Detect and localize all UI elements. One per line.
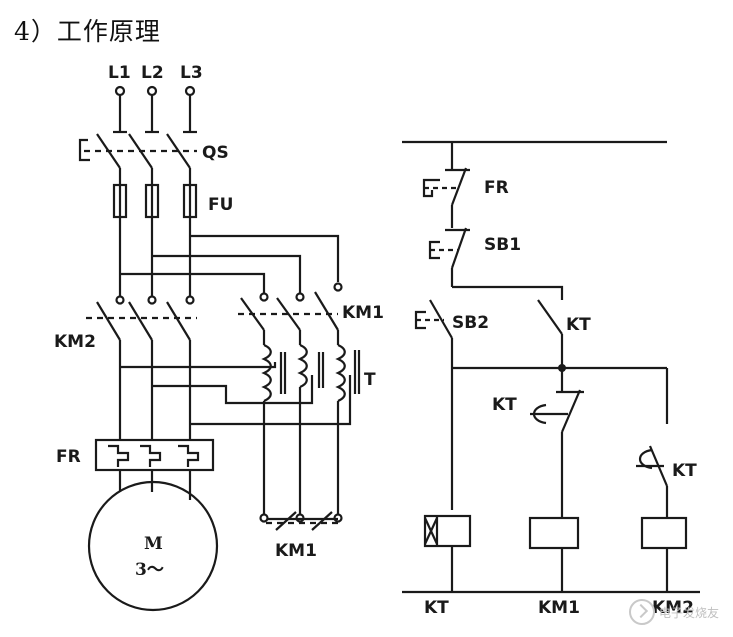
- label-coil-km1: KM1: [538, 598, 580, 618]
- label-km1-main: KM1: [342, 303, 384, 323]
- main-circuit: L1 L2 L3 QS FU: [54, 63, 384, 612]
- watermark: 电子发烧友: [628, 599, 719, 625]
- label-fr-ctrl: FR: [484, 178, 509, 198]
- sb2-start-button: SB2: [414, 299, 489, 339]
- label-kt-delay-no: KT: [672, 461, 697, 481]
- km1-main-contacts: KM1: [238, 291, 384, 331]
- kt-delay-no-contact: KT: [636, 445, 697, 487]
- label-sb1: SB1: [484, 235, 521, 255]
- sb1-stop-button: SB1: [428, 227, 521, 269]
- km1-star-contacts: KM1: [259, 511, 343, 561]
- fr-thermal-relay: FR: [56, 438, 215, 472]
- watermark-logo-icon: [628, 599, 655, 625]
- label-km2-main: KM2: [54, 332, 96, 352]
- fr-nc-contact: FR: [422, 167, 509, 206]
- coil-km2: KM2: [640, 516, 694, 618]
- label-l1: L1: [108, 63, 131, 83]
- label-fr-main: FR: [56, 447, 81, 467]
- control-circuit: FR SB1 SB2 KT: [402, 140, 700, 618]
- fu-fuses: FU: [112, 183, 233, 219]
- label-l2: L2: [141, 63, 164, 83]
- label-km1-aux: KM1: [275, 541, 317, 561]
- watermark-text: 电子发烧友: [658, 605, 719, 620]
- km2-main-contacts: KM2: [54, 301, 197, 352]
- t-autotransformer: T: [261, 343, 376, 403]
- coil-kt: KT: [423, 514, 472, 618]
- page-heading: 4）工作原理: [14, 17, 161, 46]
- label-fu: FU: [208, 195, 233, 215]
- label-kt-delay-nc: KT: [492, 395, 517, 415]
- motor-phase-label: 3～: [135, 560, 164, 580]
- coil-km1: KM1: [528, 516, 580, 618]
- motor: M 3～: [87, 480, 219, 612]
- label-qs: QS: [202, 143, 229, 163]
- label-kt-contact: KT: [566, 315, 591, 335]
- label-t: T: [364, 370, 376, 390]
- terminal-l1: [114, 85, 126, 97]
- qs-switch: QS: [78, 133, 229, 169]
- terminal-l3: [184, 85, 196, 97]
- label-coil-kt: KT: [424, 598, 449, 618]
- label-coil-km2: KM2: [652, 598, 694, 618]
- kt-delay-nc-contact: KT: [492, 368, 584, 433]
- motor-circle: [87, 480, 219, 612]
- terminal-l2: [146, 85, 158, 97]
- motor-label: M: [144, 534, 163, 554]
- kt-no-contact: KT: [537, 299, 591, 335]
- label-sb2: SB2: [452, 313, 489, 333]
- label-l3: L3: [180, 63, 203, 83]
